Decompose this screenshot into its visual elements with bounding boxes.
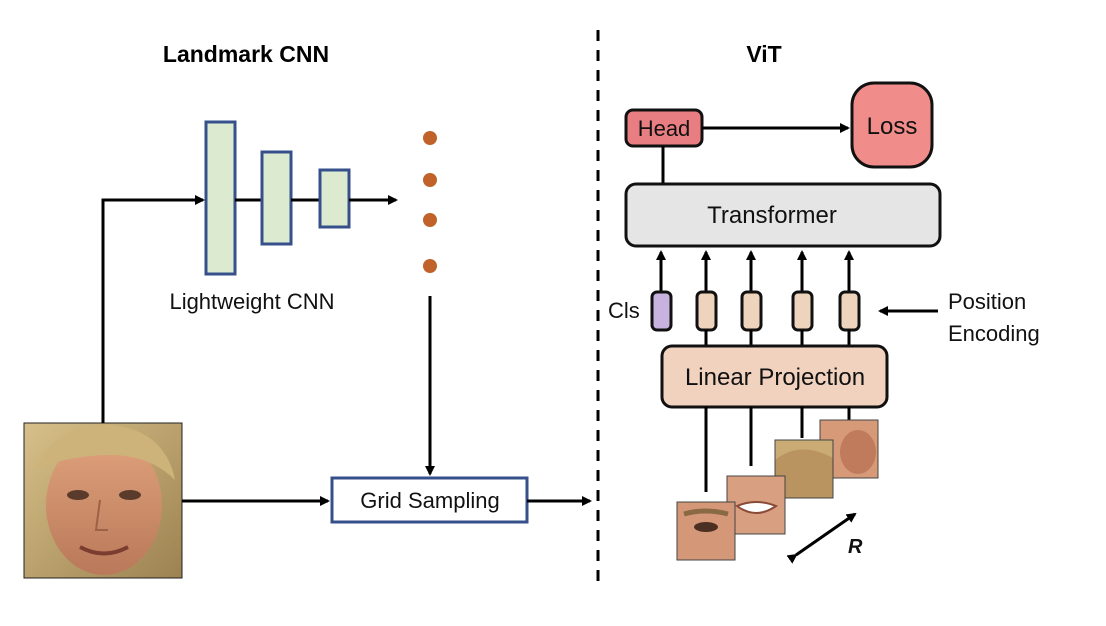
patch-token-2 xyxy=(740,290,763,332)
cnn-block-2 xyxy=(260,150,293,246)
face-to-cnn-arrow xyxy=(101,195,205,423)
face-patch-1 xyxy=(676,501,736,561)
face-input-image xyxy=(23,422,183,579)
patch-token-4 xyxy=(838,290,861,332)
r-double-arrow xyxy=(786,512,857,564)
transformer-label: Transformer xyxy=(707,202,837,229)
grid-sampling-box xyxy=(330,476,529,524)
patch-token-1 xyxy=(695,290,718,332)
linear-projection-label: Linear Projection xyxy=(685,364,865,391)
grid-sampling-label: Grid Sampling xyxy=(360,488,499,513)
transformer-box xyxy=(624,182,942,248)
position-encoding-line1: Position xyxy=(948,289,1026,314)
landmark-dot-3 xyxy=(423,213,437,227)
landmark-dot-1 xyxy=(423,131,437,145)
cls-token xyxy=(650,290,673,332)
lightweight-cnn-label: Lightweight CNN xyxy=(169,289,334,314)
r-label: R xyxy=(848,536,863,558)
landmark-dot-2 xyxy=(423,173,437,187)
head-label: Head xyxy=(638,116,691,141)
landmark-dot-4 xyxy=(423,259,437,273)
linear-projection-box xyxy=(660,344,889,409)
vit-title: ViT xyxy=(746,41,781,67)
face-patch-3 xyxy=(774,439,834,499)
cls-label: Cls xyxy=(608,298,640,323)
cnn-block-1 xyxy=(204,120,237,276)
loss-label: Loss xyxy=(867,113,918,140)
face-patch-2 xyxy=(726,475,786,535)
loss-box xyxy=(850,81,934,169)
landmark-cnn-title: Landmark CNN xyxy=(163,41,329,67)
position-encoding-line2: Encoding xyxy=(948,321,1040,346)
cnn-block-3 xyxy=(318,168,351,229)
patch-token-3 xyxy=(791,290,814,332)
